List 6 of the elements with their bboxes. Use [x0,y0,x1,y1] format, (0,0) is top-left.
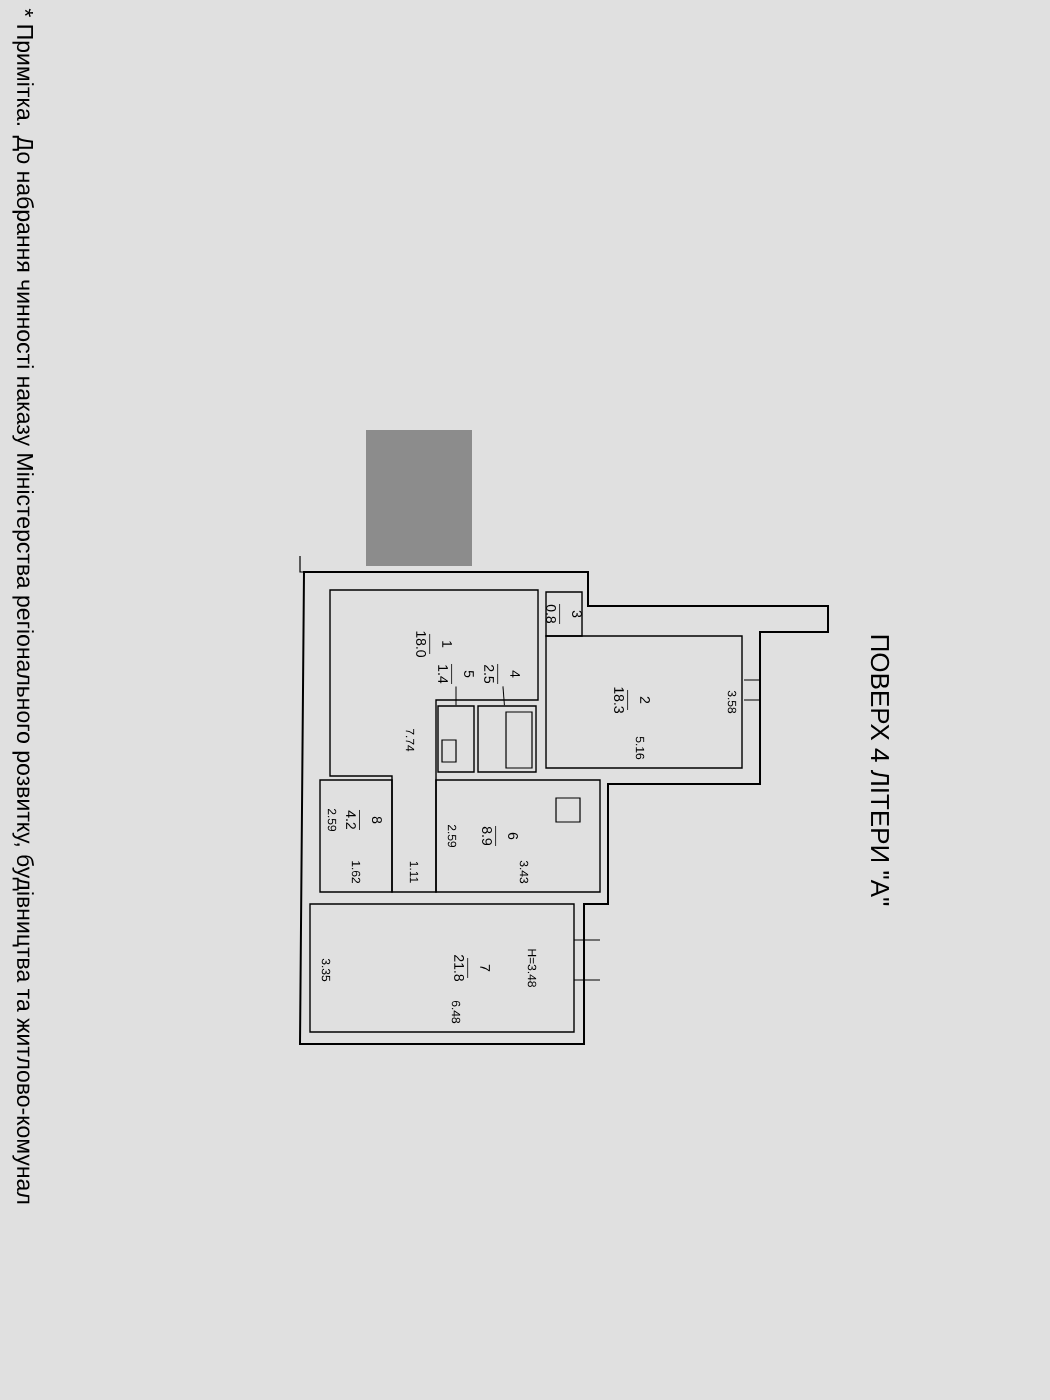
leader-line [502,685,505,706]
footnote: * Примітка. До набрання чинності наказу Міністерства регіонального розвитку, будівництва та житлово-комунал [12,8,35,1204]
title: ПОВЕРХ 4 ЛІТЕРИ "А" [870,635,890,906]
room-outline [477,705,537,773]
leader-line [455,685,457,706]
room-outline [437,705,475,773]
